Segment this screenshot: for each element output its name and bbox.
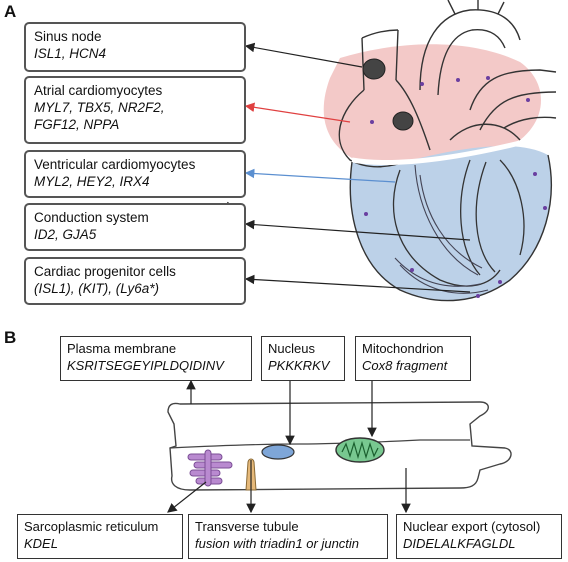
target-name: Plasma membrane — [67, 341, 177, 356]
cell-type-box-atrial: Atrial cardiomyocytes MYL7, TBX5, NR2F2,… — [24, 76, 246, 144]
target-sequence: KSRITSEGEYIPLDQIDINV — [67, 358, 224, 373]
cell-type-genes: MYL2, HEY2, IRX4 — [34, 174, 150, 189]
cell-type-genes: FGF12, NPPA — [34, 117, 120, 132]
cell-type-genes: ID2, GJA5 — [34, 227, 97, 242]
target-sequence: fusion with triadin1 or junctin — [195, 536, 360, 551]
target-sequence: PKKKRKV — [268, 358, 330, 373]
nucleus-organelle — [261, 444, 295, 460]
cell-type-name: Conduction system — [34, 210, 149, 225]
cell-type-name: Ventricular cardiomyocytes — [34, 157, 196, 172]
panel-a-letter: A — [4, 2, 17, 21]
target-name: Transverse tubule — [195, 519, 299, 534]
cell-type-box-ventricular: Ventricular cardiomyocytes MYL2, HEY2, I… — [24, 150, 246, 198]
target-name: Nucleus — [268, 341, 315, 356]
panel-b-arrows — [167, 379, 411, 514]
target-sequence: DIDELALKFAGLDL — [403, 536, 516, 551]
cell-type-genes: MYL7, TBX5, NR2F2, — [34, 100, 165, 115]
ventricles-region — [350, 146, 552, 301]
sarcoplasmic-reticulum-organelle — [187, 449, 233, 487]
target-sequence: Cox8 fragment — [362, 358, 448, 373]
cell-type-name: Cardiac progenitor cells — [34, 264, 176, 279]
progenitor-dots — [364, 76, 547, 298]
cell-type-box-sinus-node: Sinus node ISL1, HCN4 — [24, 22, 246, 72]
target-box-nuclear-export: Nuclear export (cytosol) DIDELALKFAGLDL — [396, 514, 562, 559]
mitochondrion-organelle — [335, 437, 385, 463]
target-name: Mitochondrion — [362, 341, 444, 356]
target-box-sarcoplasmic-reticulum: Sarcoplasmic reticulum KDEL — [17, 514, 183, 559]
sinus-node — [362, 58, 386, 80]
cell-type-genes: ISL1, HCN4 — [34, 46, 107, 61]
heart-illustration — [323, 0, 557, 302]
target-box-transverse-tubule: Transverse tubule fusion with triadin1 o… — [188, 514, 388, 559]
cell-type-genes: (ISL1), (KIT), (Ly6a*) — [34, 281, 160, 296]
cell-type-name: Atrial cardiomyocytes — [34, 83, 163, 98]
panel-b-letter: B — [4, 328, 17, 347]
cell-type-name: Sinus node — [34, 29, 102, 44]
cell-type-box-conduction: Conduction system ID2, GJA5 — [24, 203, 246, 251]
av-node — [392, 111, 414, 131]
target-box-mitochondrion: Mitochondrion Cox8 fragment — [355, 336, 471, 381]
target-sequence: KDEL — [24, 536, 58, 551]
target-name: Nuclear export (cytosol) — [403, 519, 541, 534]
target-box-plasma-membrane: Plasma membrane KSRITSEGEYIPLDQIDINV — [60, 336, 252, 381]
target-name: Sarcoplasmic reticulum — [24, 519, 159, 534]
cell-type-box-progenitor: Cardiac progenitor cells (ISL1), (KIT), … — [24, 257, 246, 305]
cardiomyocyte-illustration — [167, 401, 512, 491]
panel-a-arrows — [244, 42, 471, 293]
target-box-nucleus: Nucleus PKKKRKV — [261, 336, 345, 381]
